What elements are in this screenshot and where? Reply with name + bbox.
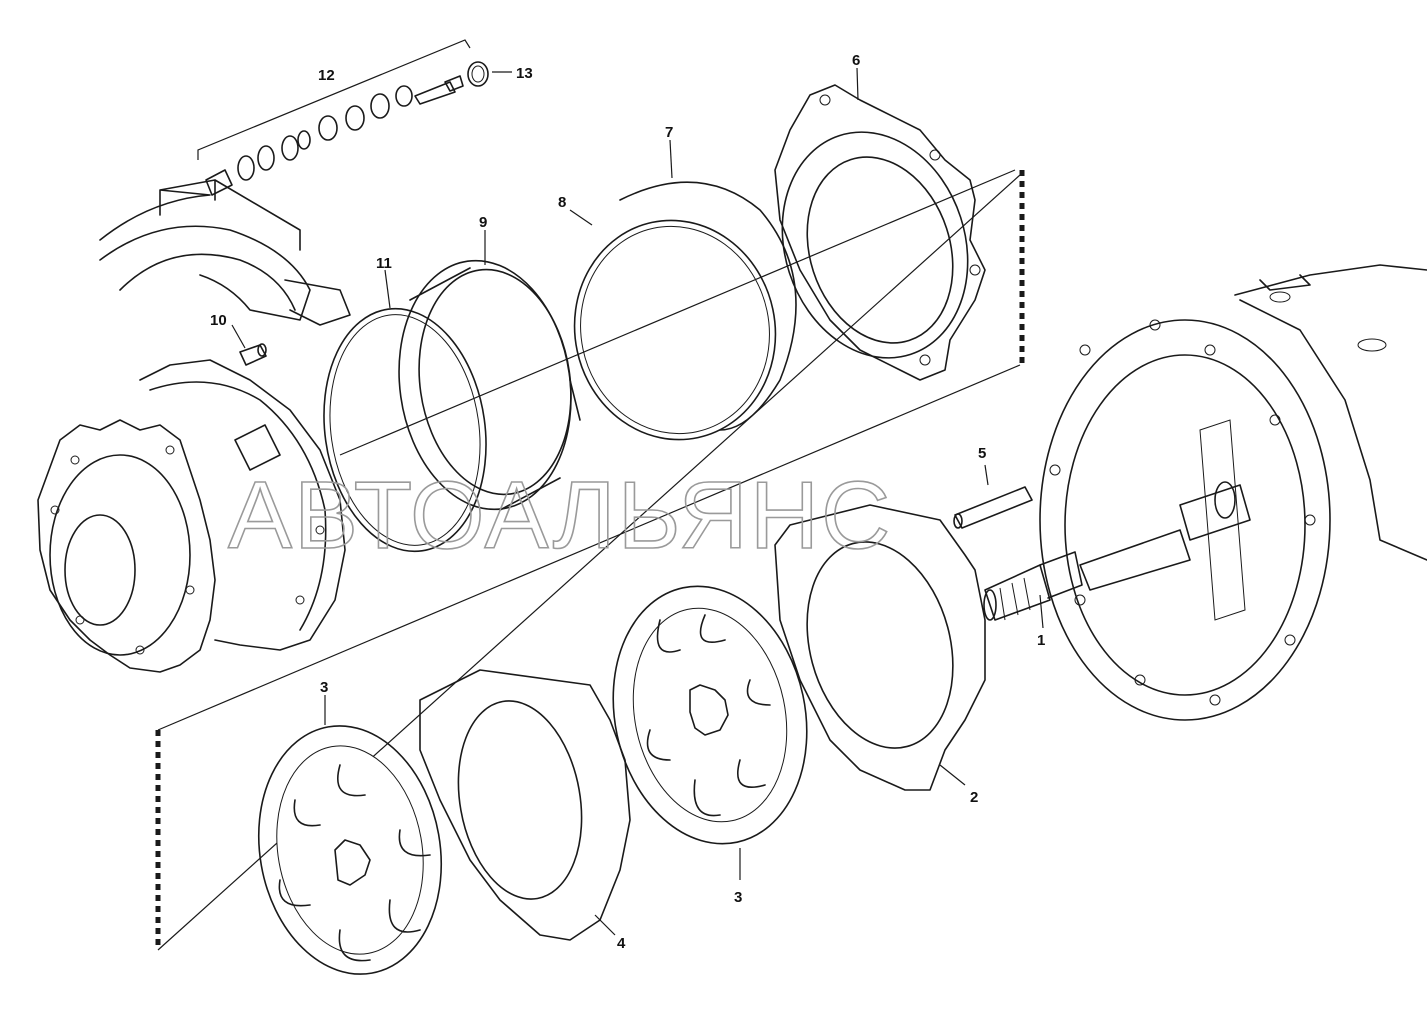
callout-3-upper: 3 [320, 679, 328, 696]
brake-housing-6 [774, 84, 986, 381]
leader-lines [231, 67, 1044, 936]
callout-2: 2 [970, 789, 978, 806]
splined-shaft-1 [983, 551, 1083, 621]
callout-6: 6 [852, 52, 860, 69]
valve-stack-assembly [197, 39, 489, 196]
callout-11: 11 [376, 255, 392, 272]
pin-10 [239, 343, 267, 366]
axle-housing [1039, 264, 1427, 721]
separator-plate-2 [774, 504, 986, 791]
friction-disc-3-upper [612, 585, 808, 845]
seal-ring-7 [619, 181, 797, 431]
callout-1: 1 [1037, 632, 1045, 649]
callout-9: 9 [479, 214, 487, 231]
callout-5: 5 [978, 445, 986, 462]
hub-housing [37, 359, 346, 673]
callout-4: 4 [617, 935, 626, 952]
callout-3-lower: 3 [734, 889, 742, 906]
piston-ring-9 [398, 259, 581, 511]
separator-plate-4 [419, 669, 631, 941]
friction-disc-3-lower [257, 725, 443, 975]
pin-5 [953, 486, 1033, 529]
callout-10: 10 [210, 312, 227, 329]
watermark-text: АВТОАЛЬЯНС [228, 462, 892, 569]
seal-ring-8 [573, 219, 777, 441]
upper-housing-fragment [99, 179, 351, 326]
callout-12: 12 [318, 67, 335, 84]
upper-axis-line [339, 169, 1016, 456]
callout-7: 7 [665, 124, 673, 141]
callout-13: 13 [516, 65, 533, 82]
callout-8: 8 [558, 194, 566, 211]
o-ring-11 [323, 307, 487, 553]
callout-labels: 1 2 3 3 4 5 6 7 8 9 10 11 12 13 [210, 52, 1045, 952]
